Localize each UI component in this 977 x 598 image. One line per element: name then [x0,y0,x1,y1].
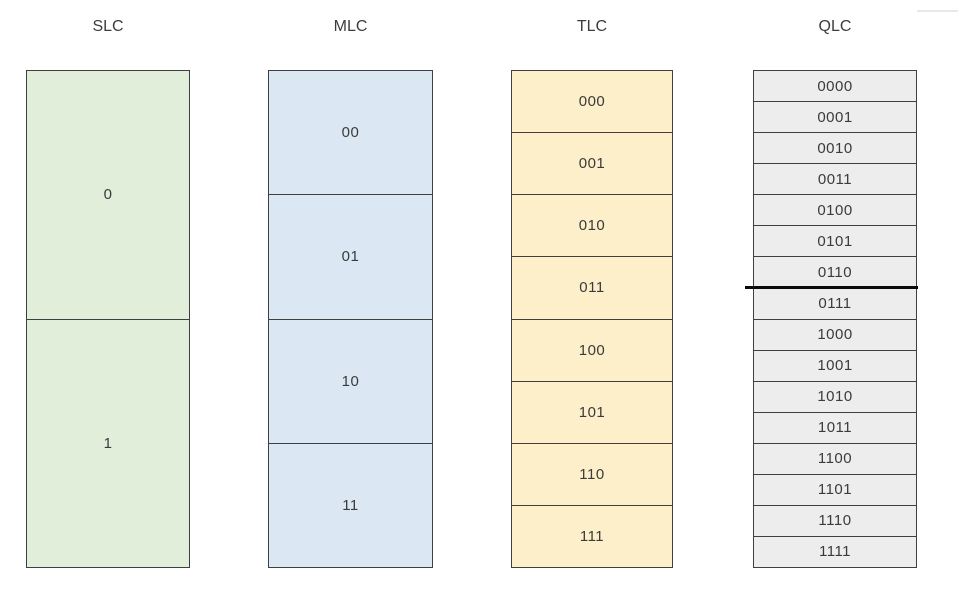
cell-qlc-1110: 1110 [754,504,916,536]
cell-tlc-010: 010 [512,194,672,256]
cell-qlc-1100: 1100 [754,442,916,474]
cell-tlc-011: 011 [512,256,672,318]
cell-qlc-0101: 0101 [754,225,916,256]
column-title-qlc: QLC [818,18,852,35]
cell-qlc-0110: 0110 [754,256,916,287]
cell-tlc-001: 001 [512,132,672,194]
cell-tlc-110: 110 [512,442,672,505]
cell-mlc-11: 11 [269,442,432,567]
cell-qlc-1001: 1001 [754,349,916,381]
column-title-slc: SLC [92,18,124,35]
cell-mlc-01: 01 [269,194,432,318]
cell-mlc-10: 10 [269,318,432,443]
cell-qlc-1101: 1101 [754,473,916,505]
cell-qlc-0010: 0010 [754,132,916,163]
column-title-mlc: MLC [333,18,368,35]
cell-slc-0: 0 [103,186,113,204]
cell-tlc-100: 100 [512,318,672,381]
cell-qlc-0100: 0100 [754,194,916,225]
cell-qlc-0011: 0011 [754,163,916,194]
column-title-tlc: TLC [576,18,608,35]
cell-qlc-1111: 1111 [754,535,916,567]
cell-tlc-111: 111 [512,504,672,567]
scrollbar-artifact-line [917,10,958,12]
cell-qlc-1000: 1000 [754,318,916,350]
cell-tlc-000: 000 [578,93,606,111]
cell-qlc-0001: 0001 [754,101,916,132]
cell-mlc-00: 00 [341,124,360,142]
cell-qlc-1010: 1010 [754,380,916,412]
cell-qlc-1011: 1011 [754,411,916,443]
cell-tlc-101: 101 [512,380,672,443]
cell-qlc-0111: 0111 [754,287,916,318]
cell-qlc-0000: 0000 [817,77,853,95]
thick-divider-line [745,286,918,289]
cell-slc-1: 1 [27,318,189,568]
